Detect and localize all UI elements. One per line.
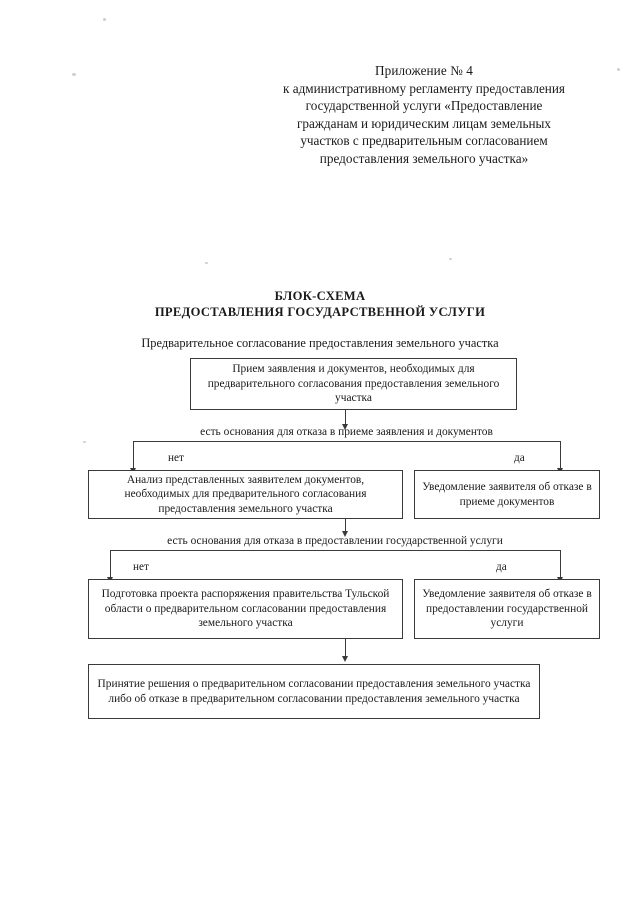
flow-box-final-decision-label: Принятие решения о предварительном согла… <box>97 677 531 705</box>
decision1-split-line <box>133 441 561 442</box>
flow-box-refuse-accept-label: Уведомление заявителя об отказе в приеме… <box>422 480 592 508</box>
scan-speck <box>103 18 106 21</box>
scan-speck <box>449 258 452 260</box>
header-line-2: к административному регламенту предостав… <box>283 80 565 96</box>
page-title-line-2: ПРЕДОСТАВЛЕНИЯ ГОСУДАРСТВЕННОЙ УСЛУГИ <box>154 305 486 319</box>
scan-speck <box>617 68 620 71</box>
arrowhead-draft-to-final <box>341 656 348 662</box>
flow-box-refuse-service: Уведомление заявителя об отказе в предос… <box>414 579 600 639</box>
flow-box-start-label: Прием заявления и документов, необходимы… <box>207 363 500 405</box>
decision1-no-label: нет <box>168 452 184 464</box>
scan-speck <box>205 262 208 264</box>
header-line-1: Приложение № 4 <box>375 63 473 78</box>
arrowhead-start-to-decision1 <box>341 424 348 430</box>
header-line-4: гражданам и юридическим лицам земельных <box>296 115 552 131</box>
decision2-yes-label: да <box>496 561 507 573</box>
header-line-6: предоставления земельного участка» <box>319 150 529 166</box>
page-title-line-1: БЛОК-СХЕМА <box>274 289 366 303</box>
decision2-split-line <box>110 550 561 551</box>
flow-box-refuse-service-label: Уведомление заявителя об отказе в предос… <box>422 588 592 630</box>
connector-analysis-to-decision2 <box>345 519 346 533</box>
page-subtitle: Предварительное согласование предоставле… <box>141 336 499 350</box>
flow-box-analysis-label: Анализ представленных заявителем докумен… <box>124 473 367 515</box>
header-line-5: участков с предварительным согласованием <box>300 133 548 148</box>
flow-box-draft-order: Подготовка проекта распоряжения правител… <box>88 579 403 639</box>
decision2-no-label: нет <box>133 561 149 573</box>
connector-draft-to-final <box>345 639 346 657</box>
header-line-3: государственной услуги «Предоставление <box>305 98 543 113</box>
title-block: БЛОК-СХЕМА ПРЕДОСТАВЛЕНИЯ ГОСУДАРСТВЕННО… <box>0 288 640 351</box>
connector-decision2-yes <box>560 550 561 579</box>
document-header: Приложение № 4 к административному регла… <box>248 62 600 167</box>
connector-decision1-yes <box>560 441 561 470</box>
flow-box-start: Прием заявления и документов, необходимы… <box>190 358 517 410</box>
connector-decision1-no <box>133 441 134 470</box>
scan-speck <box>72 73 76 76</box>
flow-box-analysis: Анализ представленных заявителем докумен… <box>88 470 403 519</box>
arrowhead-analysis-to-decision2 <box>341 531 348 537</box>
decision1-yes-label: да <box>514 452 525 464</box>
connector-decision2-no <box>110 550 111 579</box>
scan-speck <box>83 441 86 443</box>
decision2-label: есть основания для отказа в предоставлен… <box>167 535 503 547</box>
flow-box-final-decision: Принятие решения о предварительном согла… <box>88 664 540 719</box>
flow-box-refuse-accept: Уведомление заявителя об отказе в приеме… <box>414 470 600 519</box>
decision1-label: есть основания для отказа в приеме заявл… <box>200 426 493 438</box>
connector-start-to-decision1 <box>345 410 346 426</box>
flow-box-draft-order-label: Подготовка проекта распоряжения правител… <box>101 588 390 630</box>
